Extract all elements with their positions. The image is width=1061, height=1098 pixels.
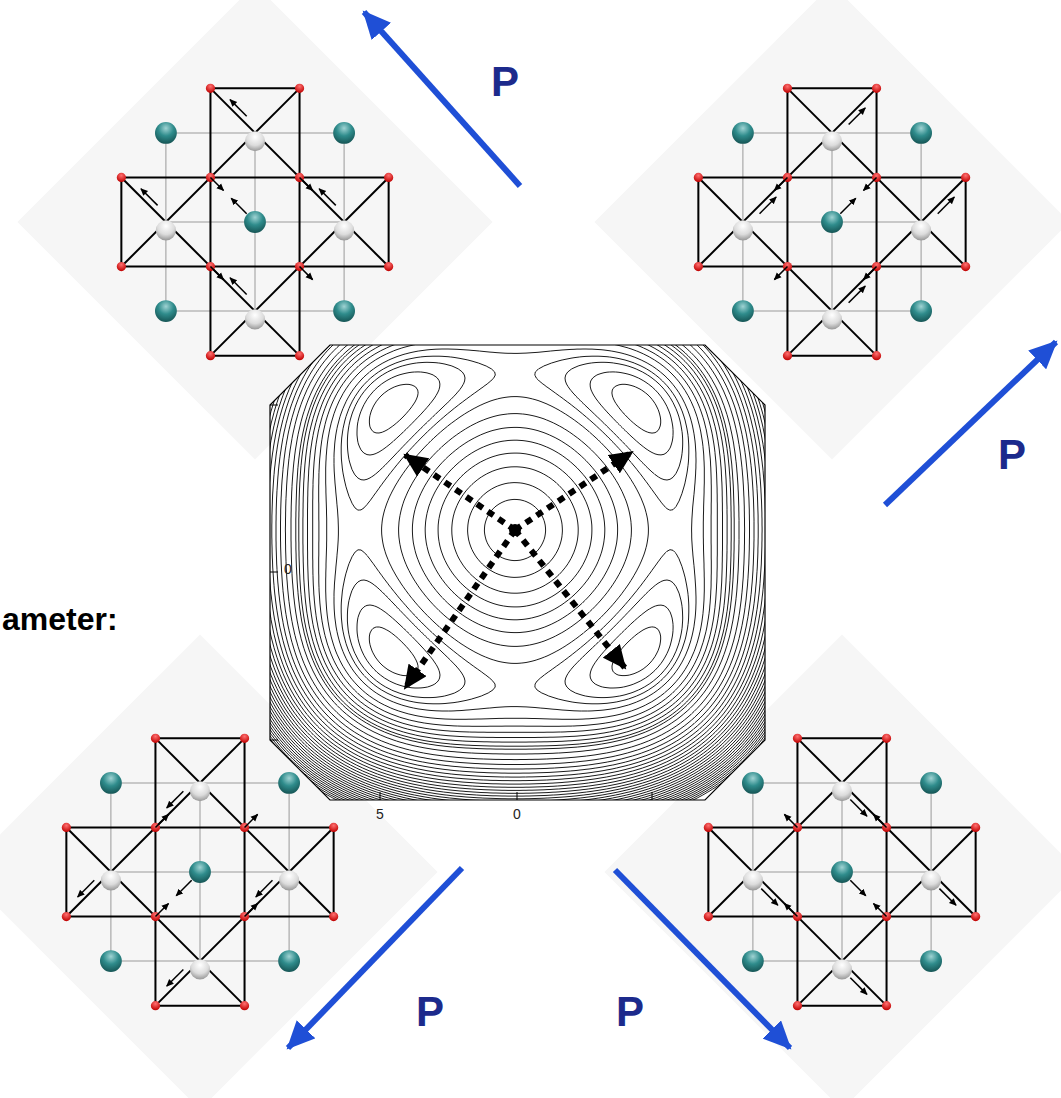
origin-dot: [509, 524, 521, 536]
axis-ticks: [270, 405, 652, 800]
energy-contours: [268, 342, 766, 801]
axis-tick-label: 5: [376, 807, 384, 822]
polarization-label: P: [416, 989, 444, 1035]
plot-octagon: [270, 345, 765, 800]
polarization-label: P: [616, 989, 644, 1035]
polarization-label: P: [491, 59, 519, 105]
contour-line: [268, 342, 766, 801]
cropped-heading: ameter:: [2, 602, 118, 637]
switching-path: [405, 452, 632, 688]
axis-tick-label: 0: [513, 807, 521, 822]
axis-tick-label: 0: [284, 562, 292, 577]
polarization-label: P: [998, 432, 1026, 478]
